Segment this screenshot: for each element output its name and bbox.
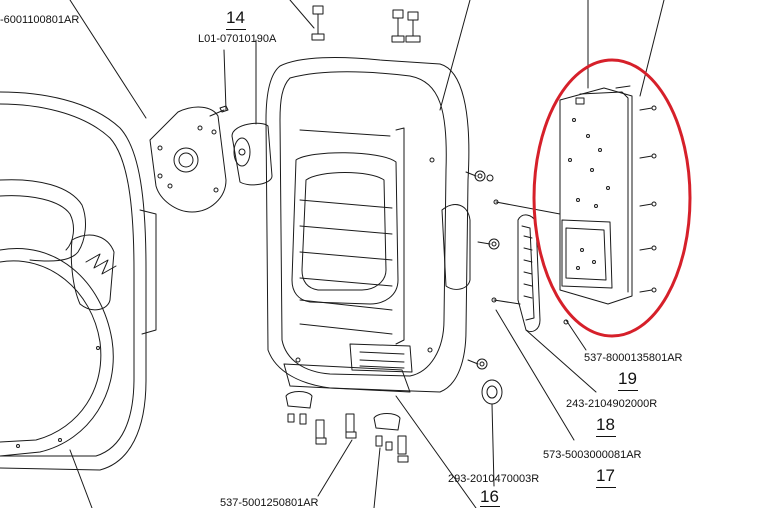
part-label-rail: 573-5003000081AR: [543, 449, 642, 461]
side-screws: [465, 170, 561, 370]
callout-19-underline: [618, 390, 638, 391]
callout-16-underline: [480, 506, 500, 507]
front-baffle: [0, 0, 157, 508]
knob: [481, 379, 503, 487]
callout-16: 16: [480, 487, 499, 506]
callout-18-underline: [596, 436, 616, 437]
callout-14: 14: [226, 8, 245, 27]
part-label-tweeter: L01-07010190A: [198, 33, 277, 45]
part-label-feet: 537-5001250801AR: [220, 497, 319, 509]
part-label-top-left: -6001100801AR: [0, 14, 80, 26]
top-screws: [289, 0, 421, 43]
highlight-ellipse: [532, 58, 692, 338]
amplifier-board: [559, 0, 665, 351]
callout-18: 18: [596, 415, 615, 434]
callout-17: 17: [596, 466, 615, 485]
callout-17-underline: [596, 487, 616, 488]
horn-plate: [149, 105, 229, 213]
tweeter-driver: [231, 39, 273, 186]
cabinet-shell: [265, 0, 471, 393]
part-label-board: 537-8000135801AR: [584, 352, 683, 364]
callout-19: 19: [618, 369, 637, 388]
feet-and-screws: [285, 391, 477, 508]
callout-14-underline: [226, 29, 246, 30]
part-label-handle: 243-2104902000R: [566, 398, 658, 410]
part-label-knob: 293-2010470003R: [448, 473, 540, 485]
handle-rail: [495, 214, 597, 441]
